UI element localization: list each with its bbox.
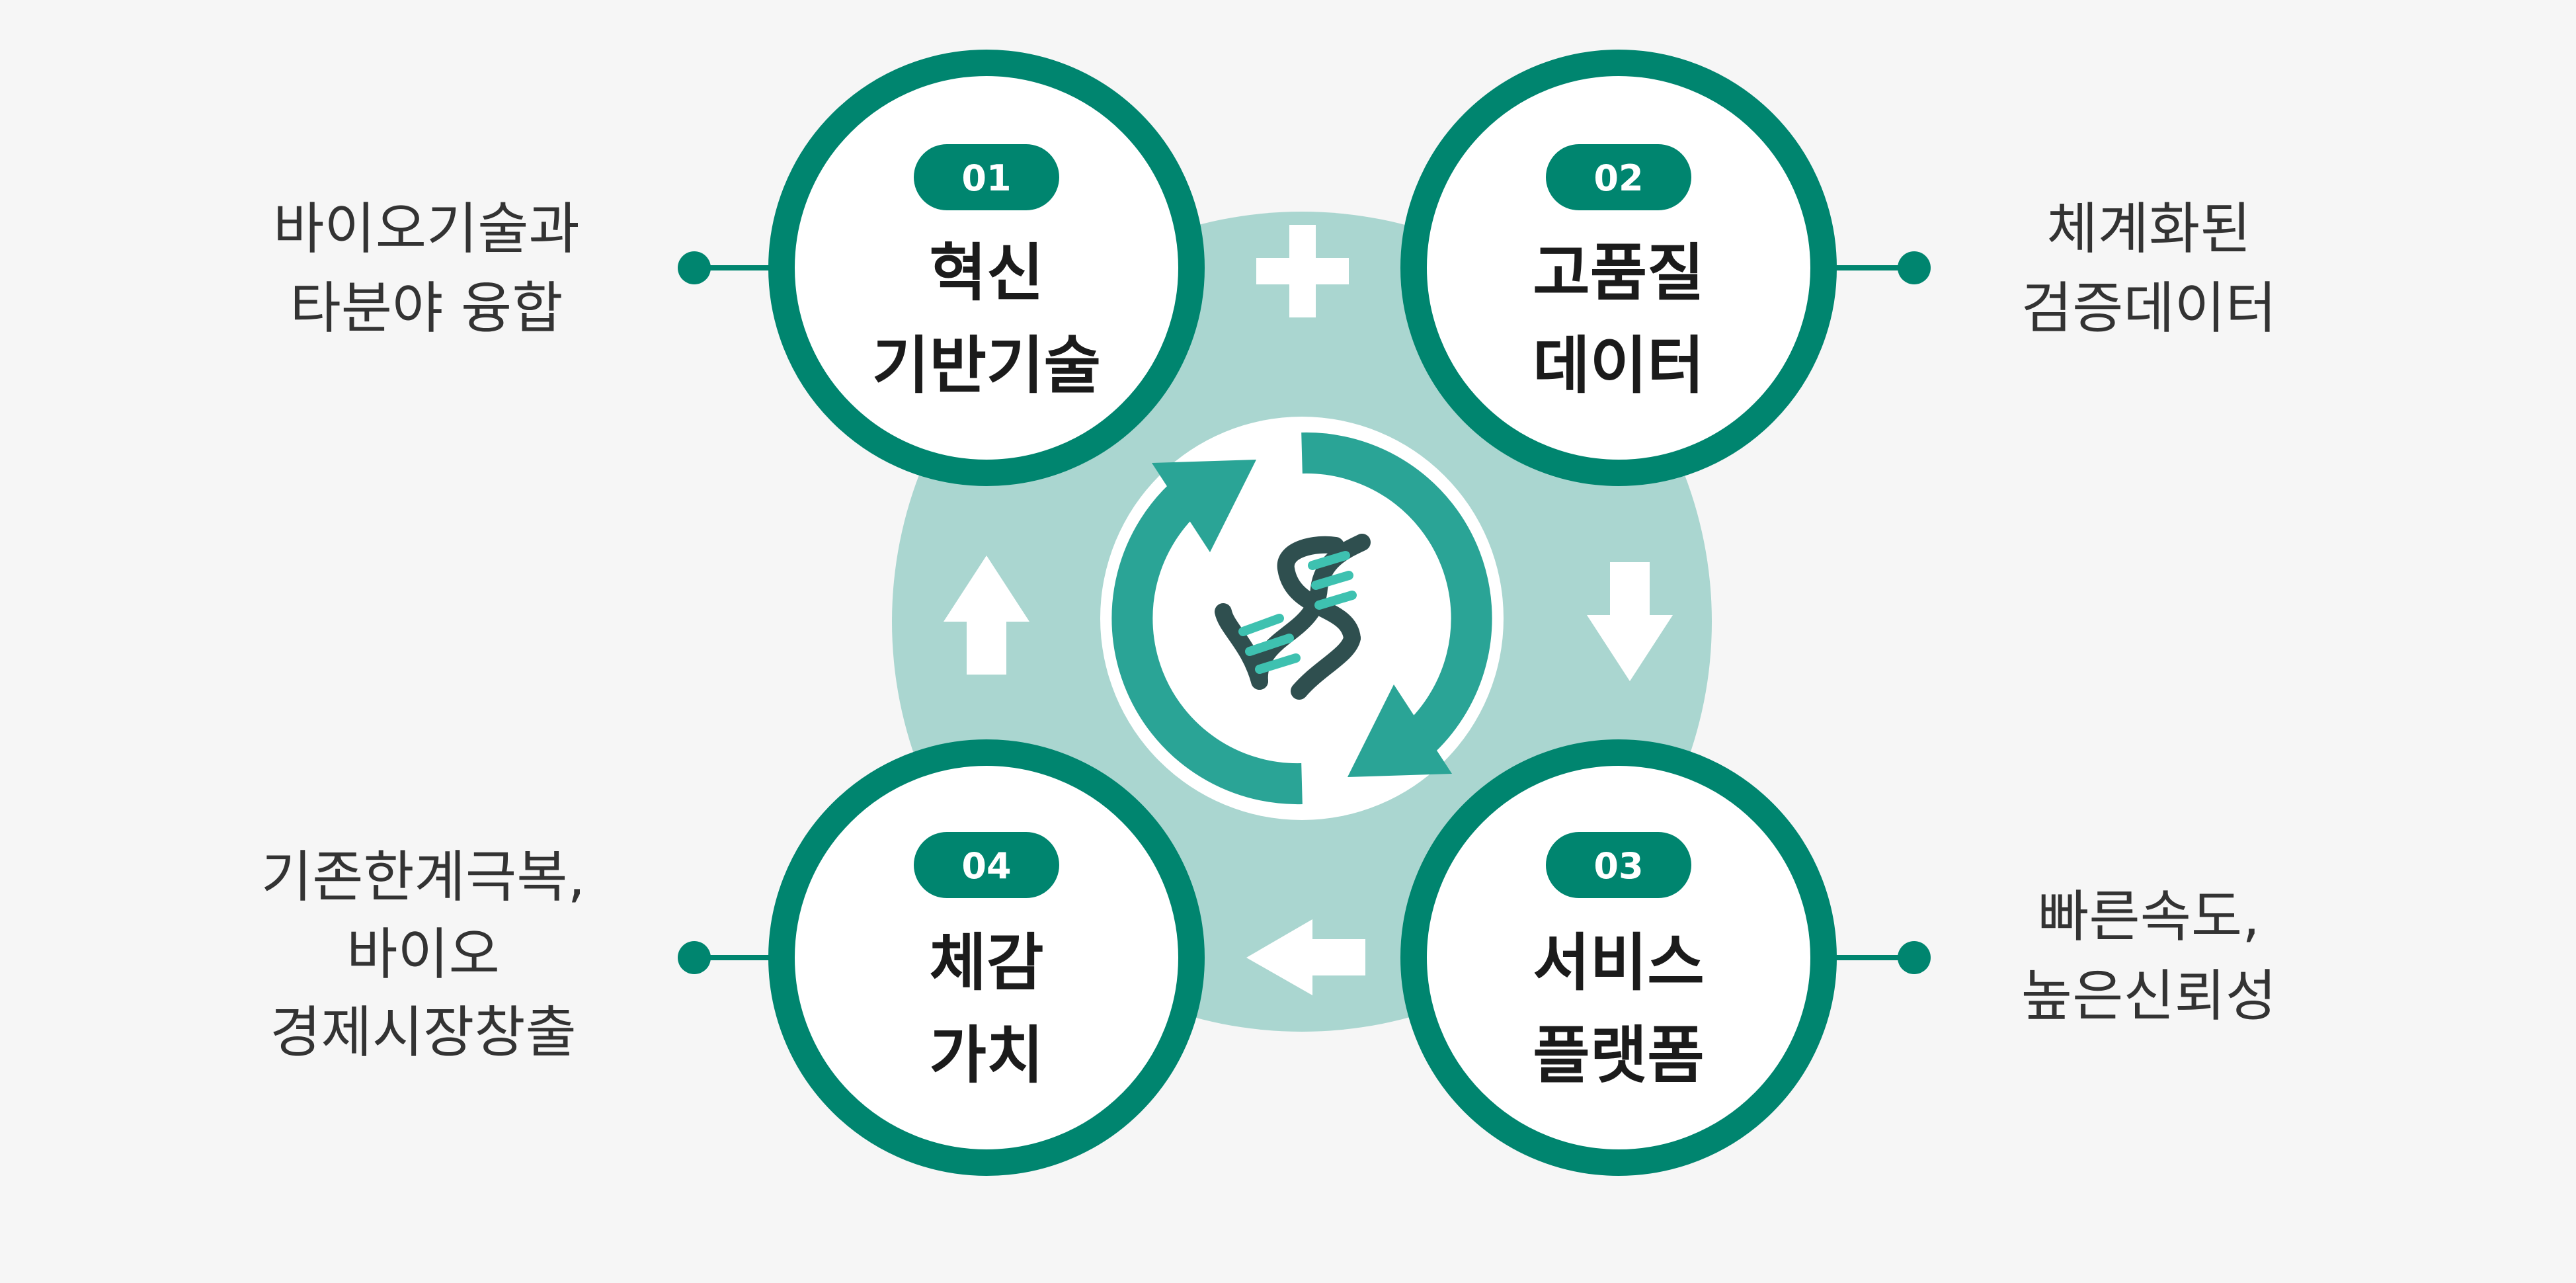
node-04-title-line2: 가치	[930, 1020, 1044, 1092]
connector-top-left	[678, 251, 774, 284]
description-bottom-left-line1: 기존한계극복,	[261, 845, 585, 909]
node-03-badge-text: 03	[1593, 845, 1643, 887]
description-bottom-right-line1: 빠른속도,	[2038, 884, 2260, 949]
description-bottom-left-line3: 경제시장창출	[270, 1000, 577, 1065]
description-bottom-right-line2: 높은신뢰성	[2021, 964, 2276, 1028]
node-03: 03 서비스 플랫폼	[1400, 739, 1837, 1176]
connector-bottom-right	[1831, 941, 1931, 974]
arrow-left-icon	[1246, 919, 1365, 995]
node-02: 02 고품질 데이터	[1400, 50, 1837, 486]
node-03-title-line2: 플랫폼	[1533, 1020, 1704, 1092]
arrow-up-icon	[944, 556, 1029, 675]
connector-bottom-left	[678, 941, 774, 974]
node-02-badge	[1546, 144, 1691, 210]
node-02-title-line1: 고품질	[1533, 237, 1704, 310]
node-01-title-line2: 기반기술	[872, 330, 1101, 402]
node-04-badge	[914, 832, 1059, 898]
node-04-badge-text: 04	[961, 845, 1011, 887]
description-bottom-left: 기존한계극복, 바이오 경제시장창출	[261, 845, 585, 1065]
description-top-left-line2: 타분야 융합	[290, 276, 563, 341]
description-top-right: 체계화된 검증데이터	[2021, 196, 2276, 341]
node-03-badge	[1546, 832, 1691, 898]
description-bottom-left-line2: 바이오	[346, 922, 500, 987]
node-04-title-line1: 체감	[930, 927, 1044, 999]
description-top-right-line1: 체계화된	[2046, 196, 2251, 261]
node-04: 04 체감 가치	[768, 739, 1205, 1176]
description-top-left-line1: 바이오기술과	[273, 196, 580, 261]
description-bottom-right: 빠른속도, 높은신뢰성	[2021, 884, 2276, 1028]
node-01: 01 혁신 기반기술	[768, 50, 1205, 486]
description-top-left: 바이오기술과 타분야 융합	[273, 196, 580, 341]
dna-cycle-icon	[1100, 417, 1504, 820]
node-03-title-line1: 서비스	[1533, 927, 1704, 999]
node-02-title-line2: 데이터	[1533, 330, 1704, 402]
connector-top-right	[1831, 251, 1931, 284]
description-top-right-line2: 검증데이터	[2021, 276, 2276, 341]
node-01-badge	[914, 144, 1059, 210]
node-01-title-line1: 혁신	[930, 237, 1044, 310]
node-01-badge-text: 01	[961, 157, 1011, 199]
plus-icon	[1256, 225, 1349, 317]
node-02-badge-text: 02	[1593, 157, 1643, 199]
arrow-down-icon	[1587, 562, 1673, 681]
